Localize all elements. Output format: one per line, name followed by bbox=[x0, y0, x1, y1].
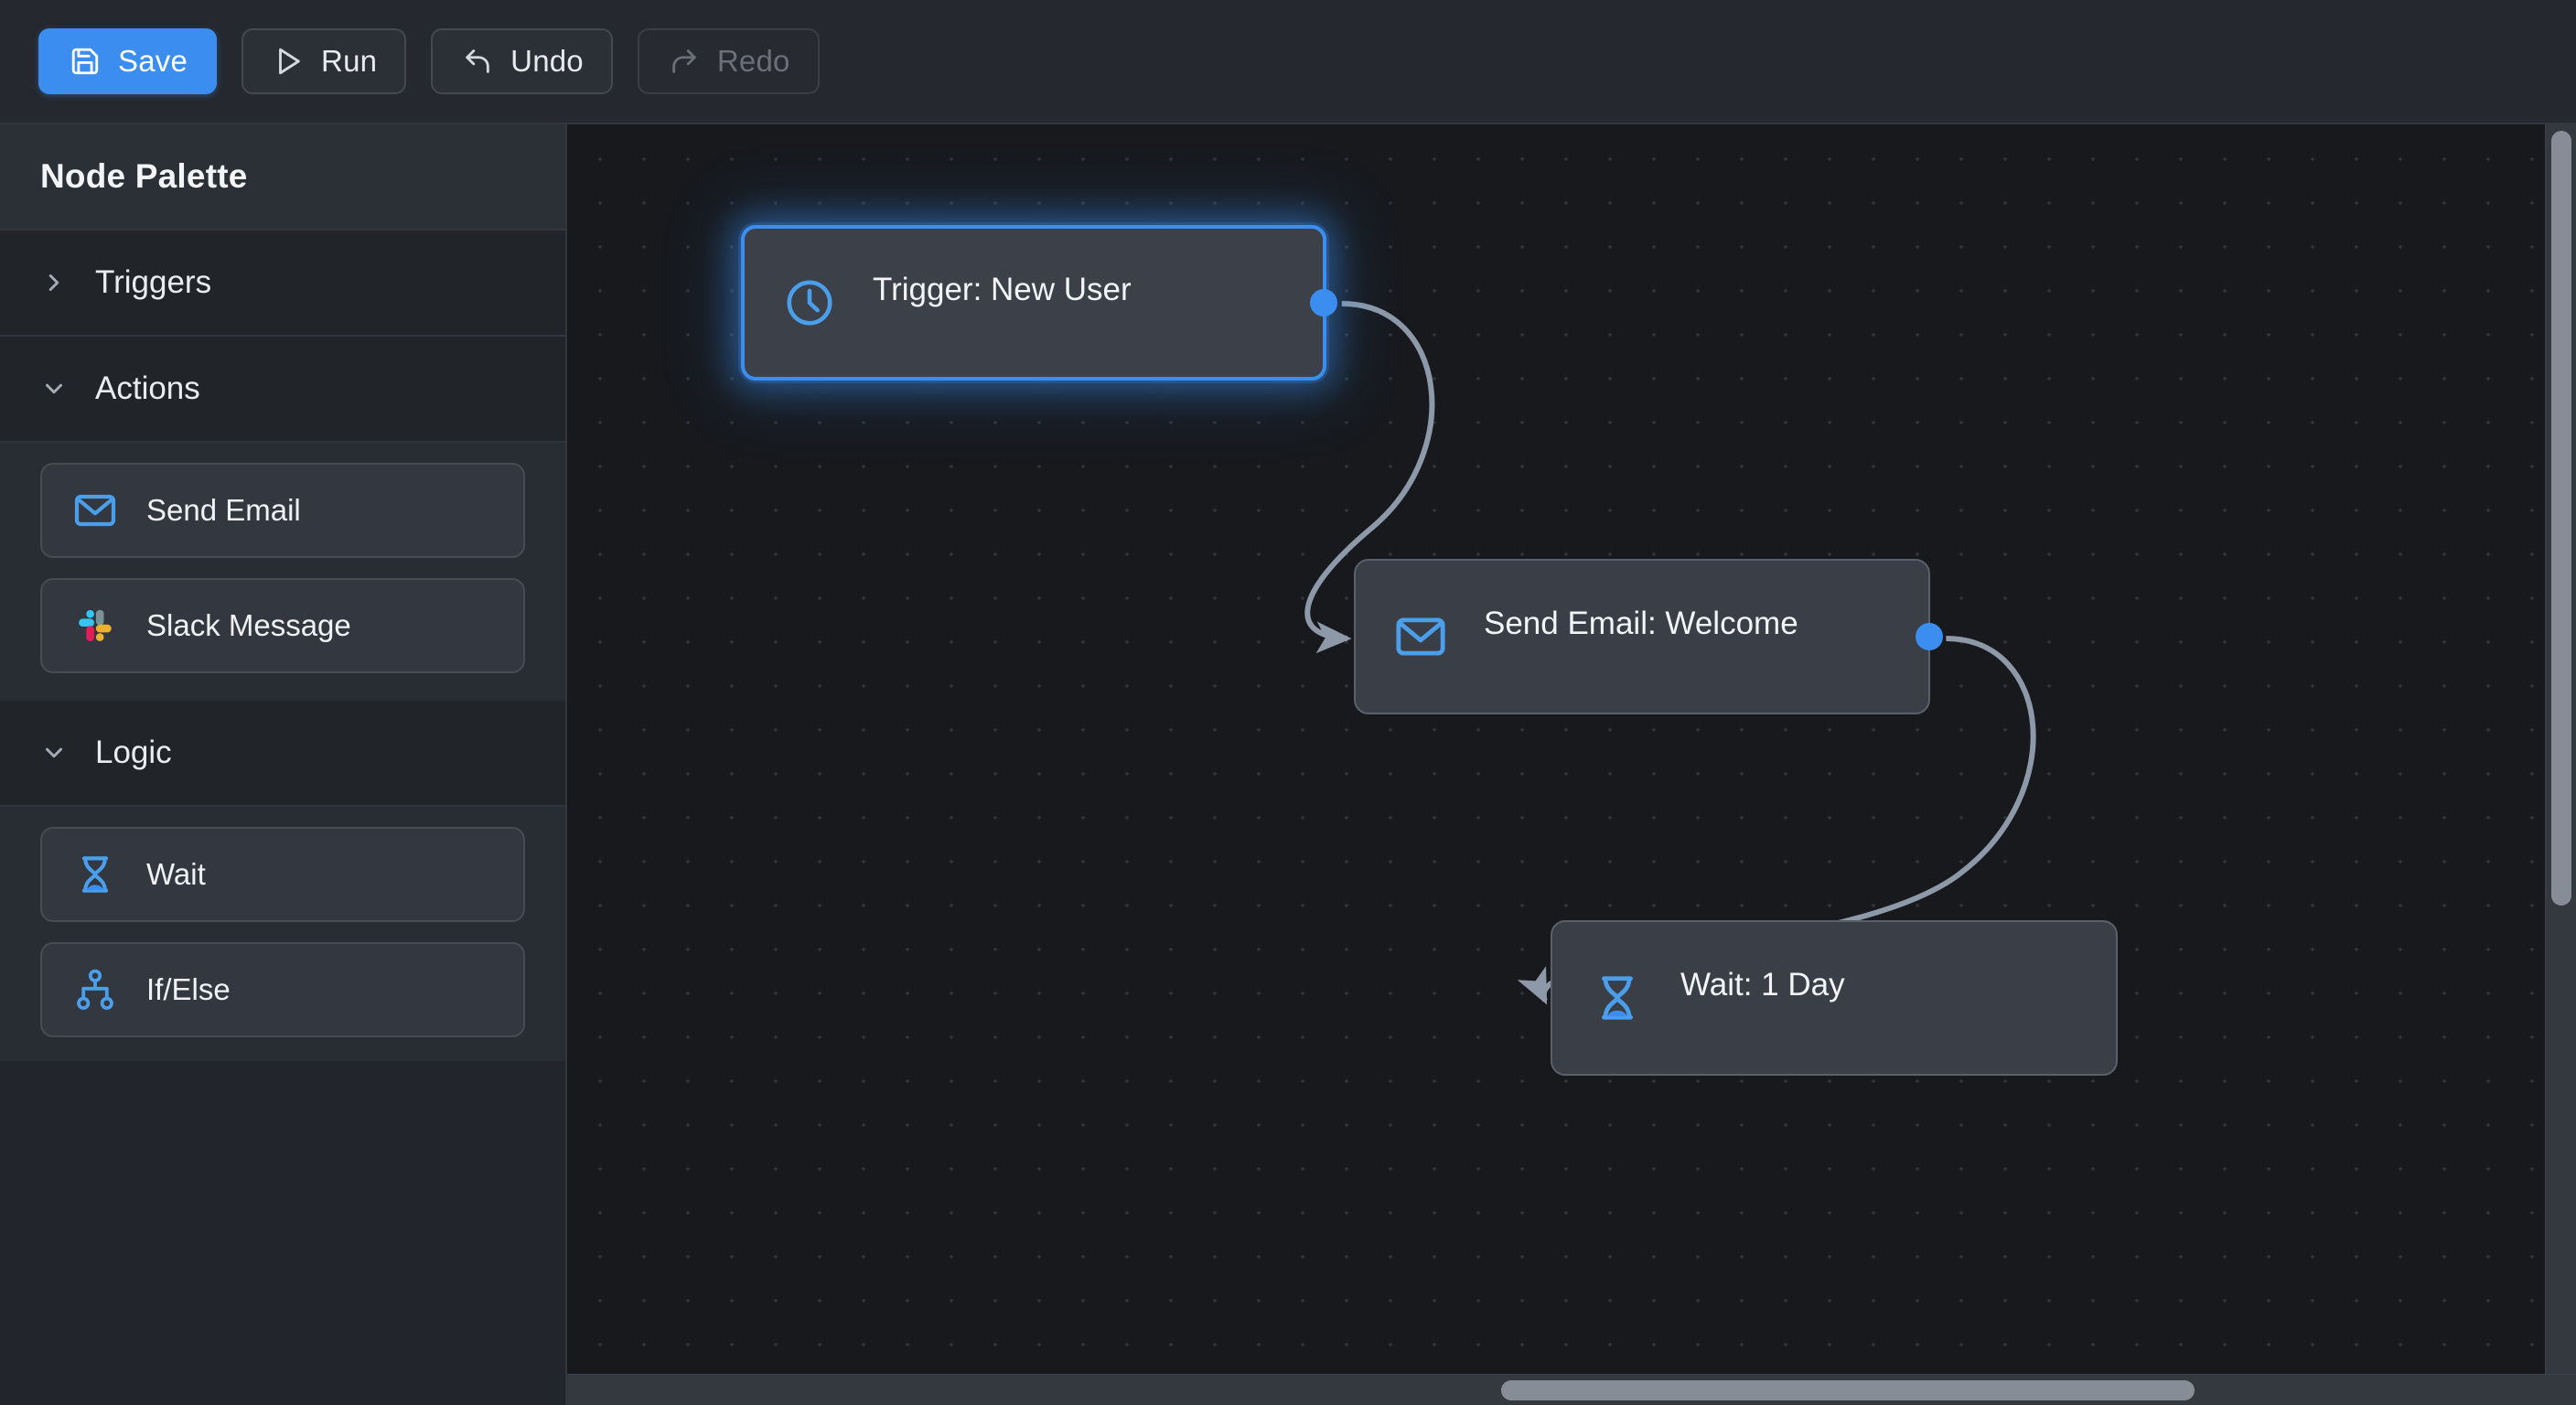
branch-icon bbox=[71, 966, 119, 1014]
palette-item-slack-message[interactable]: Slack Message bbox=[40, 578, 525, 673]
sidebar-section-logic-body: Wait If/Else bbox=[0, 807, 565, 1061]
chevron-right-icon bbox=[38, 267, 70, 298]
toolbar: Save Run Undo bbox=[0, 0, 2576, 124]
palette-item-send-email-label: Send Email bbox=[146, 493, 301, 527]
chevron-down-icon bbox=[38, 373, 70, 404]
canvas-node-send-email-label: Send Email: Welcome bbox=[1484, 606, 1798, 641]
canvas-node-trigger[interactable]: Trigger: New User bbox=[741, 225, 1337, 381]
canvas-node-trigger-output-port[interactable] bbox=[1310, 289, 1337, 316]
sidebar-section-triggers[interactable]: Triggers bbox=[0, 231, 565, 337]
palette-item-slack-message-label: Slack Message bbox=[146, 608, 351, 642]
palette-item-wait-label: Wait bbox=[146, 857, 206, 891]
sidebar-section-actions[interactable]: Actions bbox=[0, 337, 565, 443]
save-floppy-icon bbox=[68, 44, 102, 79]
run-button-label: Run bbox=[321, 44, 378, 78]
clock-icon bbox=[781, 274, 838, 331]
undo-button[interactable]: Undo bbox=[431, 28, 613, 94]
palette-item-if-else-label: If/Else bbox=[146, 972, 231, 1006]
sidebar-section-logic-label: Logic bbox=[95, 735, 172, 770]
canvas-vertical-scrollbar-thumb[interactable] bbox=[2551, 130, 2571, 906]
undo-button-label: Undo bbox=[510, 44, 584, 78]
palette-item-send-email[interactable]: Send Email bbox=[40, 463, 525, 558]
undo-arrow-icon bbox=[460, 44, 495, 79]
editor-body: Node Palette Triggers Actions bbox=[0, 124, 2576, 1405]
canvas-horizontal-scrollbar[interactable] bbox=[567, 1374, 2576, 1405]
canvas-horizontal-scrollbar-thumb[interactable] bbox=[1501, 1380, 2195, 1400]
sidebar-empty-space bbox=[0, 1061, 565, 1405]
hourglass-icon bbox=[71, 851, 119, 898]
slack-logo-icon bbox=[71, 602, 119, 649]
run-button[interactable]: Run bbox=[242, 28, 407, 94]
save-button-label: Save bbox=[118, 44, 188, 78]
canvas-node-send-email-output-port[interactable] bbox=[1916, 623, 1943, 650]
canvas-node-send-email[interactable]: Send Email: Welcome bbox=[1354, 559, 1943, 714]
hourglass-icon bbox=[1589, 970, 1646, 1026]
sidebar-section-logic[interactable]: Logic bbox=[0, 701, 565, 807]
sidebar-section-actions-label: Actions bbox=[95, 370, 200, 406]
envelope-icon bbox=[1392, 608, 1449, 665]
canvas-vertical-scrollbar[interactable] bbox=[2545, 124, 2576, 1374]
node-palette-sidebar: Node Palette Triggers Actions bbox=[0, 124, 567, 1405]
canvas-node-wait[interactable]: Wait: 1 Day bbox=[1551, 920, 2118, 1076]
page-title: Node Palette bbox=[0, 124, 565, 231]
redo-button-label: Redo bbox=[716, 44, 790, 78]
canvas-node-trigger-label: Trigger: New User bbox=[873, 272, 1132, 307]
sidebar-section-actions-body: Send Email bbox=[0, 443, 565, 701]
redo-arrow-icon bbox=[667, 44, 702, 79]
redo-button[interactable]: Redo bbox=[637, 28, 820, 94]
palette-item-if-else[interactable]: If/Else bbox=[40, 942, 525, 1037]
canvas-node-wait-label: Wait: 1 Day bbox=[1680, 967, 1845, 1003]
save-button[interactable]: Save bbox=[38, 28, 218, 94]
envelope-icon bbox=[71, 487, 119, 534]
workflow-canvas[interactable]: Trigger: New User Send Email: Welcome bbox=[567, 124, 2576, 1405]
sidebar-section-triggers-label: Triggers bbox=[95, 264, 212, 300]
chevron-down-icon bbox=[38, 737, 70, 768]
palette-item-wait[interactable]: Wait bbox=[40, 827, 525, 922]
play-icon bbox=[271, 44, 306, 79]
